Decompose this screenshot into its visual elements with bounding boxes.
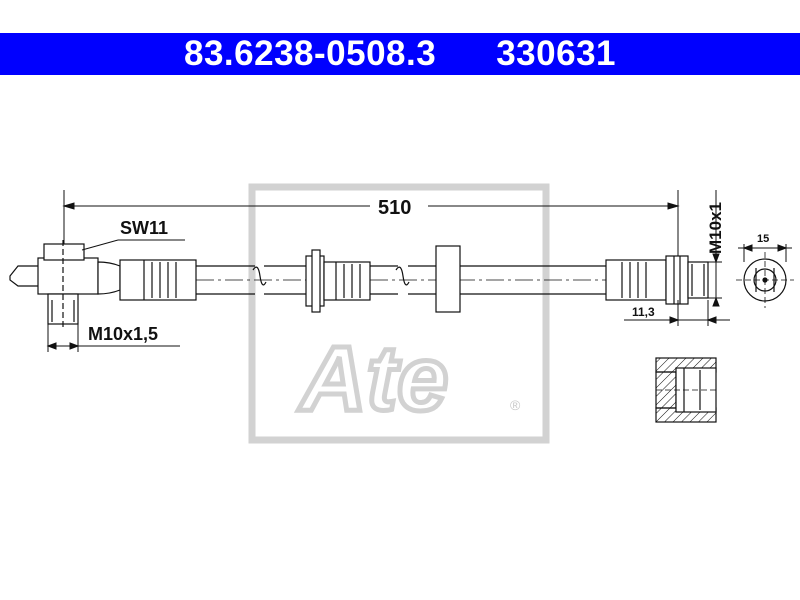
header-title: 83.6238-0508.3 330631 — [0, 33, 800, 75]
protective-collar — [435, 245, 461, 313]
left-banjo-fitting — [9, 240, 121, 330]
length-label: 510 — [378, 197, 411, 219]
ate-watermark — [248, 183, 550, 444]
end-diameter-label: 15 — [757, 233, 769, 245]
left-thread-dimension — [46, 324, 180, 352]
reference-number: 330631 — [496, 34, 617, 73]
hose — [196, 265, 606, 295]
left-crimp-ferrule — [119, 259, 197, 301]
wrench-size-leader — [81, 239, 185, 251]
wrench-size-label: SW11 — [120, 218, 168, 238]
end-offset-label: 11,3 — [632, 305, 655, 319]
watermark-logo: Ate — [298, 328, 448, 430]
watermark-frame — [248, 183, 550, 444]
middle-bracket-fitting — [305, 249, 371, 313]
right-thread-label: M10x1 — [706, 202, 725, 254]
end-view — [736, 252, 794, 308]
end-diameter-dimension — [738, 244, 792, 262]
header-bar — [0, 33, 800, 75]
section-detail — [655, 357, 717, 423]
end-offset-dimension — [624, 300, 730, 326]
right-thread-dimension — [708, 190, 722, 307]
watermark-registered-mark: ® — [510, 397, 521, 413]
left-thread-label: M10x1,5 — [88, 324, 158, 344]
right-fitting — [605, 255, 709, 305]
part-number: 83.6238-0508.3 — [183, 34, 437, 73]
